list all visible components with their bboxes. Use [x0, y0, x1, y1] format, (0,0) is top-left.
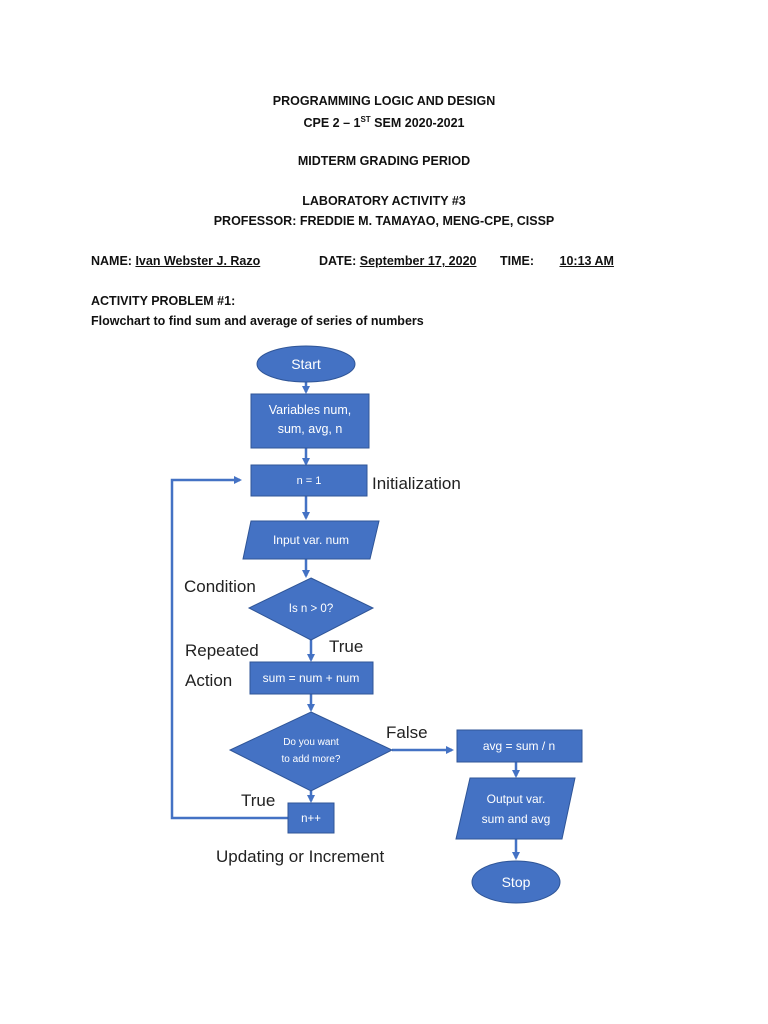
- condition-node: [247, 577, 375, 641]
- sum-label: sum = num + num: [263, 671, 360, 685]
- output-label-line2: sum and avg: [482, 812, 551, 826]
- init-node: [250, 464, 368, 497]
- input-node: [242, 520, 380, 560]
- activity-title: ACTIVITY PROBLEM #1:: [91, 294, 236, 308]
- variables-label-line2: sum, avg, n: [278, 422, 343, 436]
- annotation-action: Action: [185, 671, 232, 690]
- decision-label-line1: Do you want: [283, 737, 339, 748]
- annotation-updating: Updating or Increment: [216, 847, 384, 866]
- date-label: DATE:: [319, 254, 357, 268]
- increment-label: n++: [301, 813, 321, 825]
- condition-label: Is n > 0?: [289, 603, 333, 615]
- variables-label-line1: Variables num,: [269, 403, 351, 417]
- decision-node: [228, 711, 394, 792]
- loop-back-connector: [170, 476, 288, 820]
- time-label: TIME:: [500, 254, 535, 268]
- stop-label: Stop: [502, 874, 531, 890]
- activity-heading: LABORATORY ACTIVITY #3: [302, 194, 466, 208]
- course-semester: CPE 2 – 1ST SEM 2020-2021: [0, 115, 768, 130]
- stop-node: [471, 860, 561, 904]
- date-field: DATE: September 17, 2020: [319, 254, 477, 268]
- output-node: [455, 777, 576, 840]
- start-label: Start: [291, 356, 321, 372]
- annotation-initialization: Initialization: [372, 474, 461, 493]
- semester-superscript: ST: [360, 115, 371, 124]
- time-field: TIME: 10:13 AM: [500, 254, 632, 268]
- avg-node: [456, 729, 583, 763]
- annotation-condition: Condition: [184, 577, 256, 596]
- semester-suffix: SEM 2020-2021: [370, 116, 465, 131]
- grading-period: MIDTERM GRADING PERIOD: [297, 154, 471, 168]
- variables-node: [250, 393, 370, 449]
- input-label: Input var. num: [273, 533, 349, 547]
- start-node: [256, 345, 356, 383]
- increment-node: [287, 802, 335, 834]
- annotation-repeated: Repeated: [185, 641, 259, 660]
- date-value: September 17, 2020: [359, 254, 477, 268]
- init-label: n = 1: [297, 475, 322, 487]
- output-label-line1: Output var.: [487, 792, 546, 806]
- name-value: Ivan Webster J. Razo: [135, 254, 261, 268]
- annotation-true-loop: True: [241, 791, 275, 810]
- semester-prefix: CPE 2 – 1: [303, 116, 361, 131]
- sum-node: [249, 661, 374, 695]
- course-title: PROGRAMMING LOGIC AND DESIGN: [272, 94, 496, 108]
- info-row: NAME: Ivan Webster J. Razo: [91, 254, 284, 268]
- annotation-true-condition: True: [329, 637, 363, 656]
- decision-label-line2: to add more?: [282, 754, 341, 765]
- annotation-false: False: [386, 723, 428, 742]
- activity-description: Flowchart to find sum and average of ser…: [91, 314, 424, 328]
- avg-label: avg = sum / n: [483, 739, 555, 753]
- time-value: 10:13 AM: [559, 254, 614, 268]
- professor-line: PROFESSOR: FREDDIE M. TAMAYAO, MENG-CPE,…: [213, 214, 555, 228]
- name-label: NAME:: [91, 254, 132, 268]
